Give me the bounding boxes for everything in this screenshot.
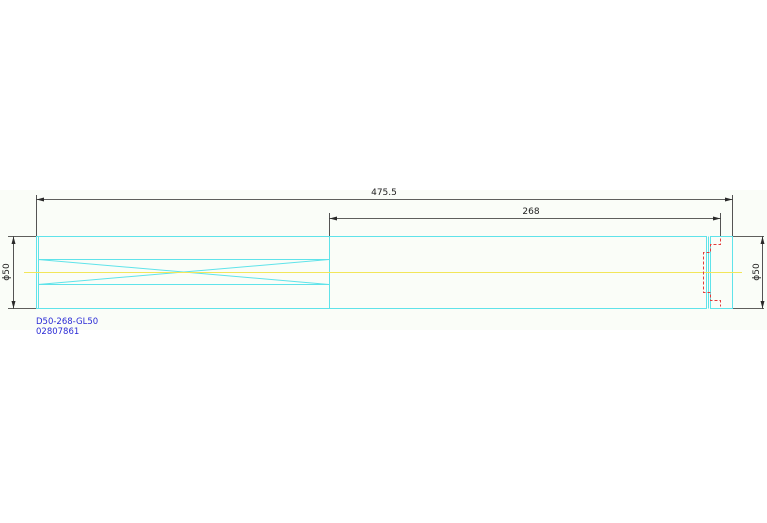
overall-arrow-left: [36, 197, 44, 202]
overall-length-label: 475.5: [371, 188, 397, 198]
sub-arrow-left: [329, 216, 337, 221]
part-number-label: D50-268-GL50: [36, 317, 99, 327]
hidden-detail-outline: [703, 238, 721, 307]
left-dia-arrow-top: [11, 236, 16, 244]
right-dia-arrow-bottom: [760, 301, 765, 309]
part-code-label: 02807861: [36, 327, 80, 337]
right-diameter-label: ϕ50: [752, 263, 762, 281]
sub-length-label: 268: [522, 207, 539, 217]
sub-arrow-right: [713, 216, 721, 221]
left-diameter-label: ϕ50: [2, 263, 12, 281]
dimension-lines: [8, 195, 765, 309]
overall-arrow-right: [725, 197, 733, 202]
left-dia-arrow-bottom: [11, 301, 16, 309]
right-dia-arrow-top: [760, 236, 765, 244]
